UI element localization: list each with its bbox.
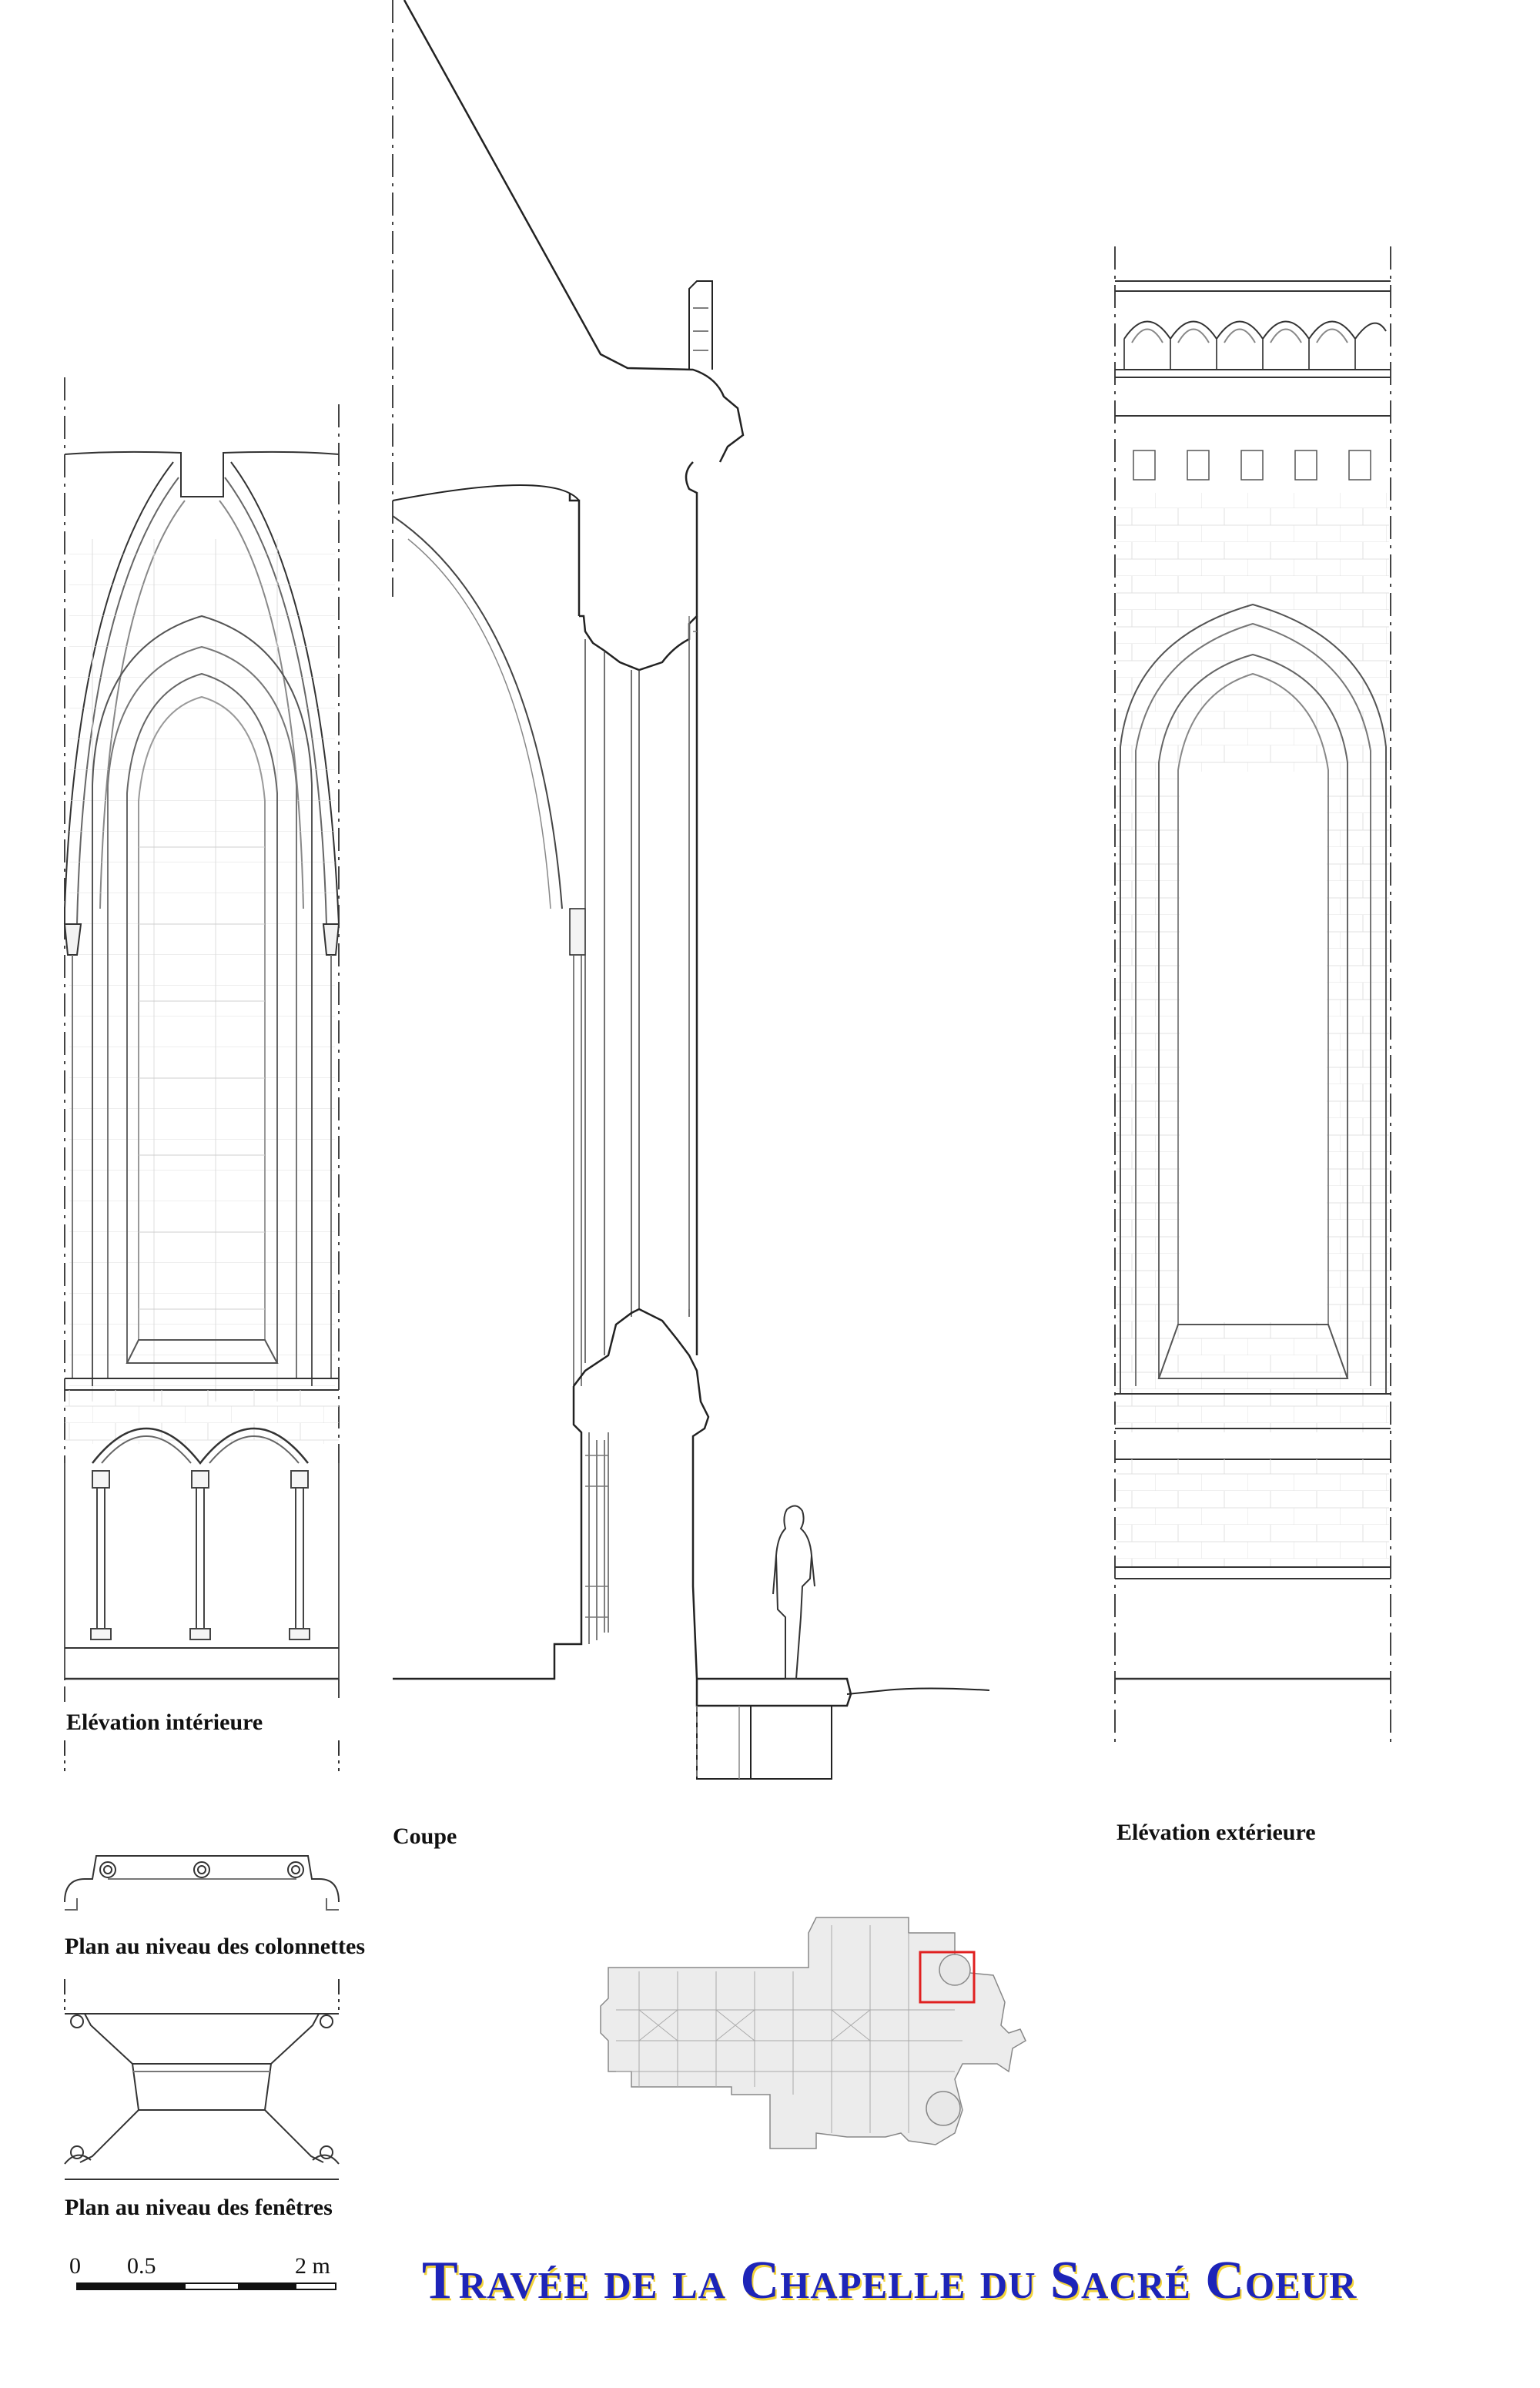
scale-tick-0: 0 (69, 2253, 81, 2279)
label-section: Coupe (393, 1824, 457, 1849)
sheet-title: Travée de la Chapelle du Sacré Coeur (422, 2251, 1358, 2310)
label-interior-elevation: Elévation intérieure (66, 1710, 263, 1735)
scale-tick-2m: 2 m (295, 2253, 330, 2279)
plan-windows (64, 1979, 340, 2180)
label-exterior-elevation: Elévation extérieure (1116, 1820, 1316, 1845)
human-figure (772, 1505, 815, 1680)
plan-colonnettes (64, 1740, 340, 1911)
key-plan (600, 1917, 1026, 2149)
scale-tick-0-5: 0.5 (127, 2253, 156, 2279)
exterior-elevation (1114, 246, 1391, 1748)
highlight-marker (919, 1951, 976, 2004)
scale-bar (76, 2282, 336, 2290)
interior-elevation (63, 377, 340, 1702)
section-drawing (392, 0, 990, 1780)
label-plan-windows: Plan au niveau des fenêtres (65, 2195, 333, 2220)
label-plan-colonnettes: Plan au niveau des colonnettes (65, 1934, 366, 1959)
